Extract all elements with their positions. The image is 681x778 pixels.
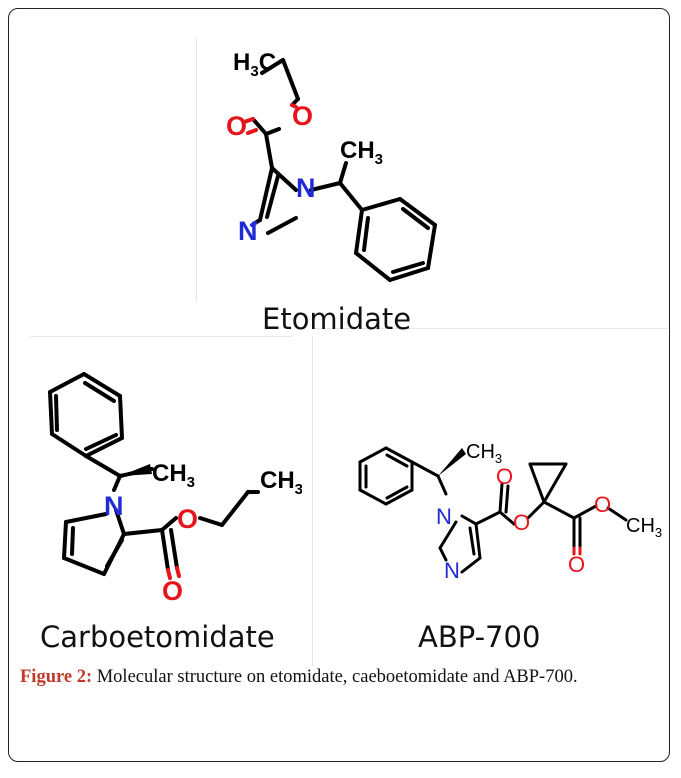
etomidate-structure: H3C O O CH3 N N [200,35,480,305]
etomidate-n2-label: N [238,216,258,246]
etomidate-svg: H3C O O CH3 N N [226,49,437,282]
etomidate-o-carbonyl-label: O [226,111,247,141]
abp700-ch3-a-label: CH3 [466,441,502,466]
etomidate-h3c-label: H3C [233,49,276,80]
carboetomidate-ch3-a-label: CH3 [152,460,195,491]
etomidate-name: Etomidate [262,302,412,336]
abp700-o1-label: O [496,464,513,489]
panel-divider-top [196,38,197,302]
carboetomidate-structure: CH3 CH3 N O O [22,360,302,610]
figure-frame [8,8,670,762]
abp700-o4-label: O [594,492,611,517]
carboetomidate-name: Carboetomidate [40,620,275,654]
abp700-o2-label: O [513,510,530,535]
etomidate-n1-label: N [296,173,316,203]
abp700-o3-label: O [568,552,585,577]
figure-caption: Figure 2: Molecular structure on etomida… [20,664,656,691]
abp700-n2-label: N [444,558,460,583]
carboetomidate-svg: CH3 CH3 N O O [48,372,302,606]
abp700-ch3-b-label: CH3 [626,515,662,540]
carboetomidate-n-label: N [104,491,124,521]
etomidate-ch3-label: CH3 [340,137,383,168]
carboetomidate-ch3-b-label: CH3 [260,467,302,498]
abp700-name: ABP-700 [418,620,541,654]
abp700-svg: CH3 N N O O O O CH3 [358,441,662,583]
carboetomidate-o-carbonyl-label: O [162,576,183,606]
etomidate-o-ether-label: O [292,101,313,131]
panel-divider-h [30,336,292,337]
caption-label: Figure 2: [20,667,93,687]
abp700-structure: CH3 N N O O O O CH3 [330,430,670,600]
carboetomidate-o-ether-label: O [177,504,198,534]
abp700-n1-label: N [436,504,452,529]
panel-divider-h2 [312,328,668,329]
panel-divider-mid [312,336,313,666]
caption-text: Molecular structure on etomidate, caeboe… [92,667,578,687]
